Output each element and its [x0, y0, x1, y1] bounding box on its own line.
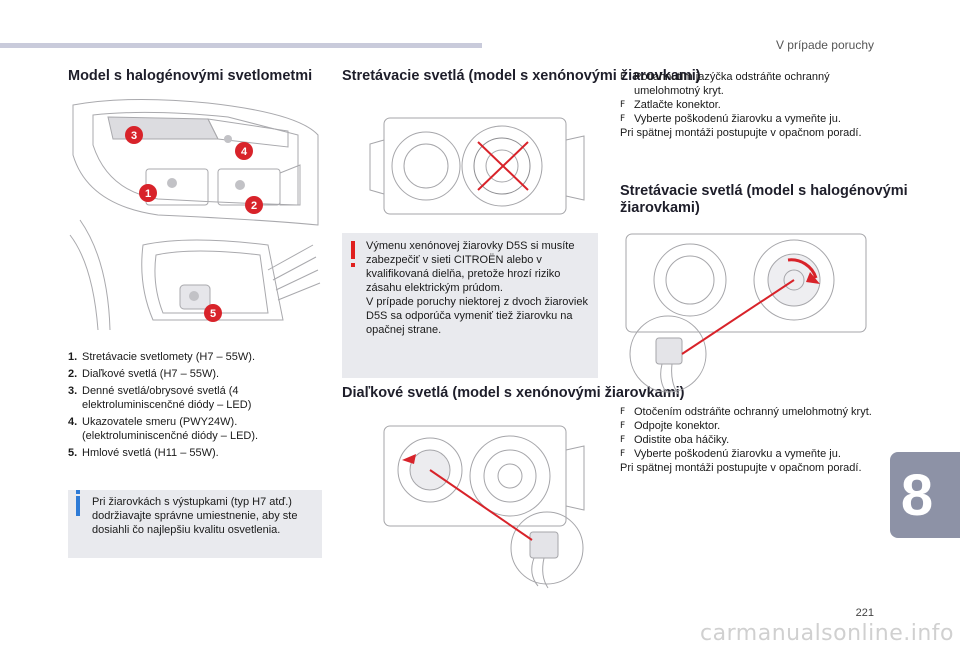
- bullet-icon: F: [620, 407, 626, 417]
- step-item: F Odistite oba háčiky.: [620, 433, 882, 447]
- legend-text: Ukazovatele smeru (PWY24W). (elektrolumi…: [82, 416, 259, 442]
- legend-item: 4. Ukazovatele smeru (PWY24W). (elektrolu…: [68, 415, 323, 443]
- info-icon: [76, 490, 80, 516]
- chapter-number: 8: [900, 463, 934, 528]
- step-item: F Odpojte konektor.: [620, 419, 882, 433]
- step-item: F Otočením odstráňte ochranný umelohmotný…: [620, 405, 882, 419]
- headlamp-diagram-svg: 3 4 1 2 5: [69, 98, 321, 331]
- headlamp-diagram: 3 4 1 2 5: [68, 95, 323, 335]
- xenon-low-beam-steps: F Potiahnutím jazýčka odstráňte ochranný …: [620, 70, 882, 140]
- xenon-low-beam-illustration: [342, 110, 598, 222]
- warning-text-2: V prípade poruchy niektorej z dvoch žiar…: [366, 296, 588, 336]
- callout-5-label: 5: [210, 308, 216, 320]
- legend-text: Diaľkové svetlá (H7 – 55W).: [82, 368, 220, 380]
- legend-number: 1.: [68, 351, 78, 363]
- step-item: F Vyberte poškodenú žiarovku a vymeňte ju…: [620, 447, 882, 461]
- callout-5: [204, 304, 222, 322]
- step-text: Vyberte poškodenú žiarovku a vymeňte ju.: [634, 113, 841, 125]
- section-title-xenon-high-beam: Diaľkové svetlá (model s xenónovými žiar…: [342, 385, 685, 401]
- callout-1: [139, 184, 157, 202]
- callout-3: [125, 126, 143, 144]
- reassembly-note: Pri spätnej montáži postupujte v opačnom…: [620, 462, 862, 474]
- legend-item: 3. Denné svetlá/obrysové svetlá (4 elektr…: [68, 384, 323, 412]
- callout-3-label: 3: [131, 130, 137, 142]
- bullet-icon: F: [620, 72, 626, 82]
- legend-number: 2.: [68, 368, 78, 380]
- info-text: Pri žiarovkách s výstupkami (typ H7 atď.…: [92, 496, 298, 536]
- warning-icon: [351, 241, 355, 267]
- chapter-tab: 8: [890, 452, 960, 538]
- running-head: V prípade poruchy: [775, 38, 874, 52]
- step-text: Vyberte poškodenú žiarovku a vymeňte ju.: [634, 448, 841, 460]
- halogen-low-beam-illustration: [620, 228, 882, 396]
- section-title-halogen-model: Model s halogénovými svetlometmi: [68, 68, 313, 84]
- step-text: Odpojte konektor.: [634, 420, 721, 432]
- bulb-legend-list: 1. Stretávacie svetlomety (H7 – 55W). 2. D…: [68, 350, 323, 463]
- step-text: Otočením odstráňte ochranný umelohmotný …: [634, 406, 872, 418]
- bullet-icon: F: [620, 435, 626, 445]
- step-item: F Vyberte poškodenú žiarovku a vymeňte ju…: [620, 112, 882, 126]
- callout-4: [235, 142, 253, 160]
- watermark: carmanualsonline.info: [700, 621, 954, 646]
- warning-box: Výmenu xenónovej žiarovky D5S si musíte …: [342, 233, 598, 378]
- xenon-high-beam-illustration: [342, 420, 598, 590]
- legend-text: Stretávacie svetlomety (H7 – 55W).: [82, 351, 256, 363]
- step-text: Potiahnutím jazýčka odstráňte ochranný u…: [634, 71, 830, 97]
- callout-4-label: 4: [241, 146, 248, 158]
- header-bar: [0, 43, 482, 48]
- bullet-icon: F: [620, 114, 626, 124]
- step-item: F Potiahnutím jazýčka odstráňte ochranný …: [620, 70, 882, 98]
- step-text: Zatlačte konektor.: [634, 99, 721, 111]
- legend-number: 5.: [68, 447, 78, 459]
- legend-number: 4.: [68, 416, 78, 428]
- legend-item: 1. Stretávacie svetlomety (H7 – 55W).: [68, 350, 323, 364]
- callout-2-label: 2: [251, 200, 257, 212]
- reassembly-note: Pri spätnej montáži postupujte v opačnom…: [620, 127, 862, 139]
- page-number: 221: [855, 607, 874, 619]
- bullet-icon: F: [620, 449, 626, 459]
- legend-text: Hmlové svetlá (H11 – 55W).: [82, 447, 219, 459]
- halogen-low-beam-steps: F Otočením odstráňte ochranný umelohmotný…: [620, 405, 882, 475]
- info-box: Pri žiarovkách s výstupkami (typ H7 atď.…: [68, 490, 322, 558]
- warning-text-1: Výmenu xenónovej žiarovky D5S si musíte …: [366, 240, 575, 294]
- bullet-icon: F: [620, 100, 626, 110]
- legend-text: Denné svetlá/obrysové svetlá (4 elektrol…: [82, 385, 252, 411]
- section-title-xenon-low-beam: Stretávacie svetlá (model s xenónovými ž…: [342, 68, 701, 84]
- bullet-icon: F: [620, 421, 626, 431]
- step-item: F Zatlačte konektor.: [620, 98, 882, 112]
- step-text: Odistite oba háčiky.: [634, 434, 730, 446]
- legend-item: 5. Hmlové svetlá (H11 – 55W).: [68, 446, 323, 460]
- legend-item: 2. Diaľkové svetlá (H7 – 55W).: [68, 367, 323, 381]
- callout-1-label: 1: [145, 188, 151, 200]
- callout-2: [245, 196, 263, 214]
- section-title-halogen-low-beam: Stretávacie svetlá (model s halogénovými…: [620, 183, 908, 216]
- legend-number: 3.: [68, 385, 78, 397]
